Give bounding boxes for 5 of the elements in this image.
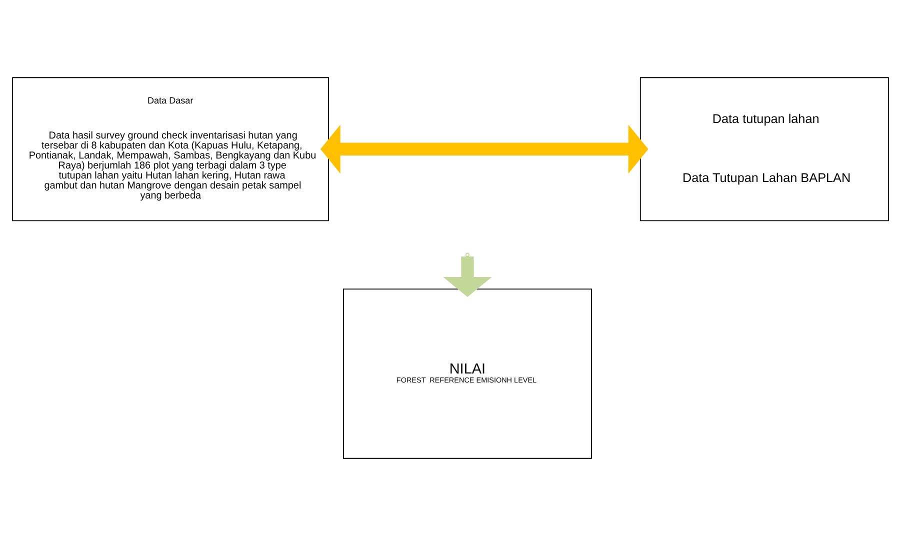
- node-box: Data Dasar Data hasil survey ground check inventarisasi hutan yang tersebar di 8 kabupaten dan Kota (Kapuas Hulu, Ketapang, Pontianak, Landak, Mempawah, Sambas, Bengkayang dan Kubu Raya) berjumlah 186 plot yang terbagi dalam 3 type tutupan lahan yaitu Hutan lahan kering, Hutan rawa gambut dan hutan Mangrove dengan desain petak sampel yang berbeda: [12, 77, 329, 222]
- arrow: [320, 124, 648, 174]
- arrow: [443, 256, 492, 297]
- node-box: NILAI FOREST REFERENCE EMISIONH LEVEL: [343, 288, 592, 459]
- node-box: Data tutupan lahan Data Tutupan Lahan BAPLAN: [640, 77, 889, 222]
